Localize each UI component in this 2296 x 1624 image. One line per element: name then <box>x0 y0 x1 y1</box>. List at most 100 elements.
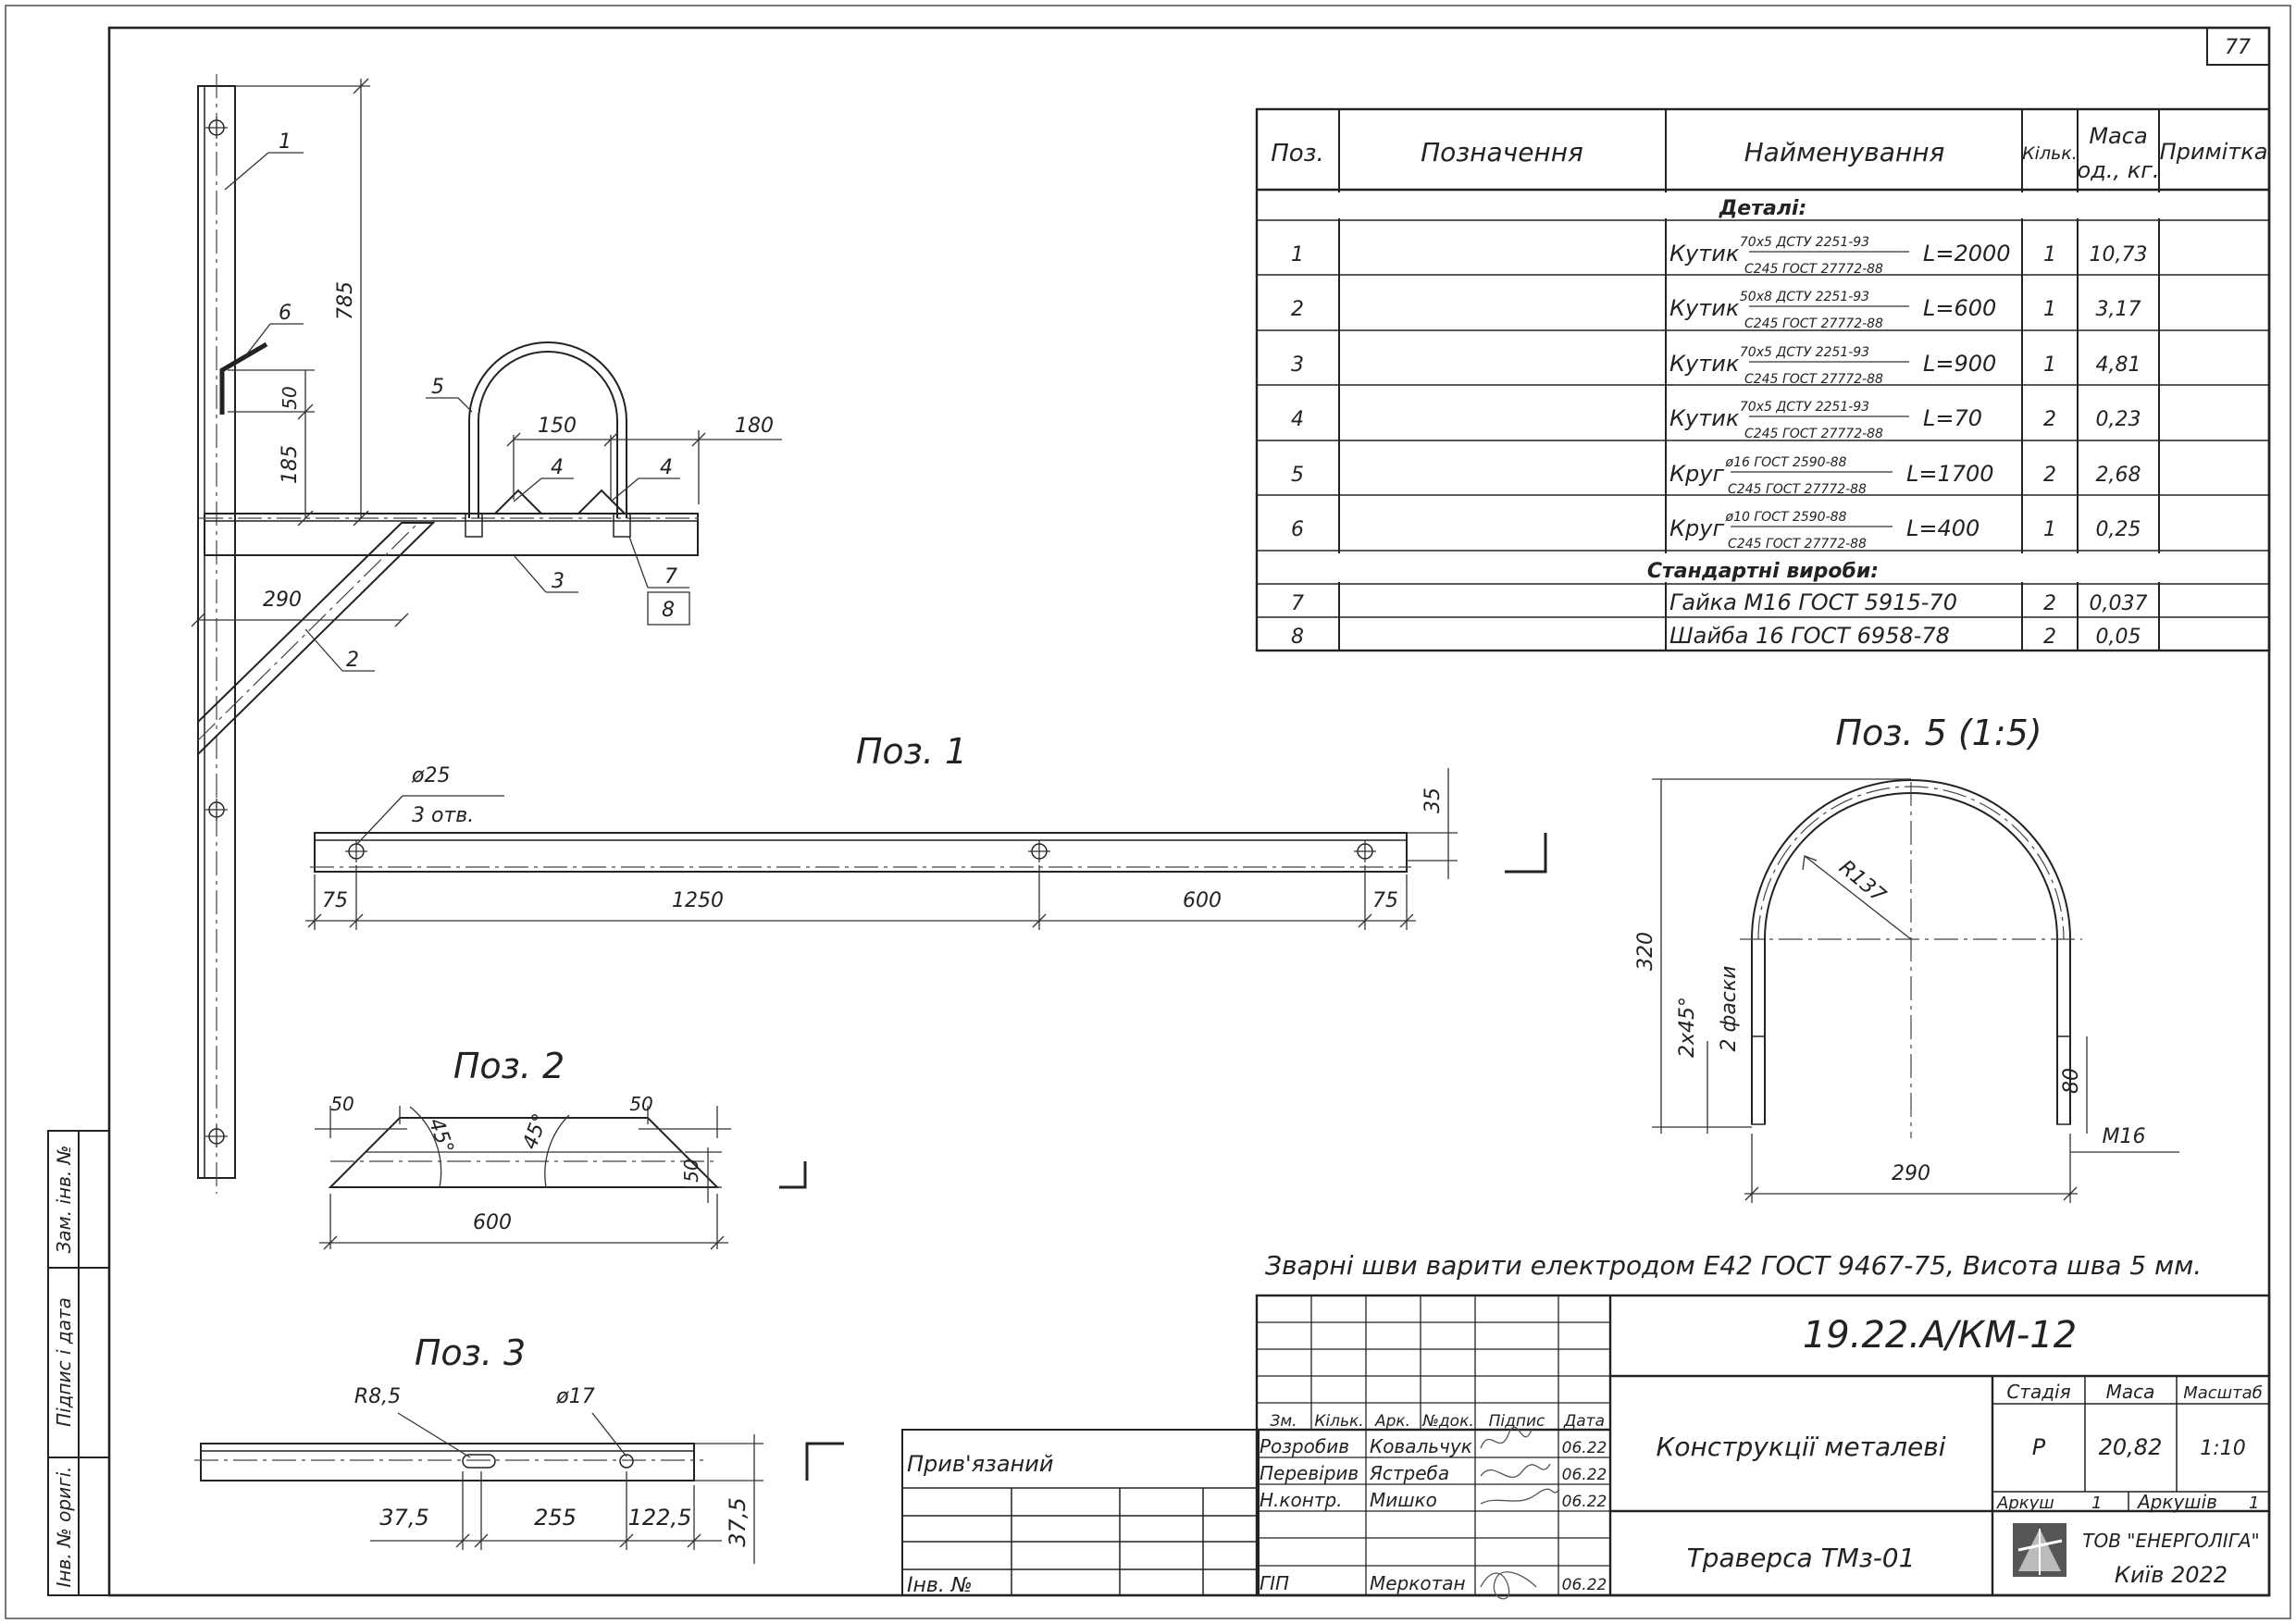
callout-8: 8 <box>662 599 675 622</box>
pos3-d255: 255 <box>534 1505 577 1531</box>
pos5-chamfer2: 2 фаски <box>1718 966 1741 1052</box>
svg-text:0,037: 0,037 <box>2090 592 2148 615</box>
tb-person-2: Перевірив Ястреба 06.22 <box>1260 1462 1607 1484</box>
svg-text:2: 2 <box>2043 592 2056 615</box>
pos1-hole: ø25 <box>411 764 450 787</box>
pos1-d600: 600 <box>1183 889 1222 912</box>
tb-hdr-zm: Зм. <box>1270 1412 1297 1431</box>
callout-6: 6 <box>279 302 292 325</box>
svg-text:L=600: L=600 <box>1923 295 1996 321</box>
pos1-title: Поз. 1 <box>856 731 967 772</box>
svg-text:10,73: 10,73 <box>2090 243 2148 267</box>
pos2-d50b: 50 <box>629 1093 652 1115</box>
svg-text:6: 6 <box>1291 518 1304 541</box>
spec-table: Поз. Позначення Найменування Кільк. Маса… <box>1255 107 2271 652</box>
hdr-qty: Кільк. <box>2022 143 2078 164</box>
svg-text:2: 2 <box>2043 626 2056 649</box>
tb-linked: Прив'язаний <box>907 1451 1053 1477</box>
svg-text:Ковальчук: Ковальчук <box>1370 1435 1472 1457</box>
tb-hdr-kilk: Кільк. <box>1314 1412 1363 1431</box>
svg-text:L=400: L=400 <box>1906 515 1980 541</box>
svg-text:L=1700: L=1700 <box>1906 461 1994 487</box>
pos1-d75b: 75 <box>1372 889 1398 912</box>
svg-text:50x8 ДСТУ 2251-93: 50x8 ДСТУ 2251-93 <box>1740 290 1869 304</box>
page-trim-border <box>5 5 2291 1619</box>
svg-text:Кутик: Кутик <box>1669 351 1740 377</box>
svg-text:L=900: L=900 <box>1923 351 1996 377</box>
spec-row-8: 8 Шайба 16 ГОСТ 6958-78 2 0,05 <box>1291 623 2141 649</box>
svg-text:06.22: 06.22 <box>1562 1466 1607 1484</box>
hdr-mass-b: од., кг. <box>2078 157 2160 183</box>
svg-text:С245 ГОСТ 27772-88: С245 ГОСТ 27772-88 <box>1744 262 1883 277</box>
svg-text:Кутик: Кутик <box>1669 241 1740 267</box>
callout-4b: 4 <box>660 456 673 479</box>
svg-text:1: 1 <box>2043 298 2056 321</box>
pos2-d50a: 50 <box>330 1093 354 1115</box>
svg-text:С245 ГОСТ 27772-88: С245 ГОСТ 27772-88 <box>1744 427 1883 441</box>
spec-row-2: 2 Кутик 50x8 ДСТУ 2251-93 С245 ГОСТ 2777… <box>1291 290 2141 331</box>
spec-row-6: 6 Круг ø10 ГОСТ 2590-88 С245 ГОСТ 27772-… <box>1291 510 2141 552</box>
pos2-angle2: 45° <box>518 1110 552 1152</box>
hdr-mass-a: Маса <box>2089 123 2147 149</box>
callout-3: 3 <box>552 570 565 593</box>
svg-text:1: 1 <box>2043 353 2056 377</box>
pos5-d80: 80 <box>2060 1068 2083 1094</box>
dim-290: 290 <box>263 589 302 612</box>
svg-text:2,68: 2,68 <box>2096 464 2141 487</box>
stamp-inv-orig: Інв. № оригі. <box>53 1467 75 1588</box>
svg-text:С245 ГОСТ 27772-88: С245 ГОСТ 27772-88 <box>1744 372 1883 387</box>
tb-name1: Конструкції металеві <box>1656 1432 1945 1462</box>
tb-person-3: Н.контр. Мишко 06.22 <box>1260 1489 1607 1511</box>
tb-hdr-ndok: №док. <box>1421 1412 1474 1431</box>
tb-sheet-label: Аркуш <box>1996 1494 2054 1513</box>
svg-text:06.22: 06.22 <box>1562 1576 1607 1594</box>
svg-text:3: 3 <box>1291 353 1304 377</box>
stamp-zam-inv: Зам. інв. № <box>53 1146 75 1254</box>
svg-text:L=70: L=70 <box>1923 405 1982 431</box>
svg-text:Круг: Круг <box>1669 461 1724 487</box>
svg-text:0,23: 0,23 <box>2096 408 2141 431</box>
spec-row-4: 4 Кутик 70x5 ДСТУ 2251-93 С245 ГОСТ 2777… <box>1291 400 2141 441</box>
pos5-chamfer1: 2х45° <box>1676 997 1699 1058</box>
svg-text:ø10 ГОСТ 2590-88: ø10 ГОСТ 2590-88 <box>1725 510 1847 525</box>
dim-150: 150 <box>538 415 577 438</box>
pos1-d35: 35 <box>1421 787 1445 813</box>
svg-text:70x5 ДСТУ 2251-93: 70x5 ДСТУ 2251-93 <box>1740 345 1869 360</box>
pos1-d1250: 1250 <box>672 889 724 912</box>
svg-text:5: 5 <box>1291 464 1304 487</box>
pos2-d50c: 50 <box>680 1159 702 1182</box>
svg-text:Круг: Круг <box>1669 515 1724 541</box>
svg-text:1: 1 <box>2043 518 2056 541</box>
svg-text:С245 ГОСТ 27772-88: С245 ГОСТ 27772-88 <box>1728 537 1867 552</box>
tb-scale-label: Масштаб <box>2183 1383 2263 1403</box>
section-std: Стандартні вироби: <box>1647 560 1879 583</box>
svg-text:70x5 ДСТУ 2251-93: 70x5 ДСТУ 2251-93 <box>1740 235 1869 250</box>
title-block: Прив'язаний Інв. № Зм. Кільк. Арк. №док.… <box>901 1294 2271 1600</box>
pos5-d290: 290 <box>1892 1162 1930 1185</box>
svg-text:Кутик: Кутик <box>1669 295 1740 321</box>
svg-text:06.22: 06.22 <box>1562 1439 1607 1457</box>
callout-5: 5 <box>431 376 444 399</box>
company-logo <box>2013 1523 2066 1577</box>
callout-4a: 4 <box>551 456 564 479</box>
svg-text:2: 2 <box>1291 298 1304 321</box>
svg-text:1: 1 <box>1291 243 1304 267</box>
svg-text:Мишко: Мишко <box>1370 1489 1437 1511</box>
svg-text:1: 1 <box>2043 243 2056 267</box>
tb-sheet: 1 <box>2091 1494 2102 1513</box>
hdr-name: Найменування <box>1744 137 1945 167</box>
dim-785: 785 <box>334 281 357 320</box>
pos1-d75a: 75 <box>322 889 348 912</box>
spec-row-3: 3 Кутик 70x5 ДСТУ 2251-93 С245 ГОСТ 2777… <box>1291 345 2141 387</box>
callout-7: 7 <box>664 565 677 589</box>
spec-row-7: 7 Гайка М16 ГОСТ 5915-70 2 0,037 <box>1291 589 2147 615</box>
dim-50-hook: 50 <box>279 386 301 409</box>
tb-person-4: ГІП Меркотан 06.22 <box>1260 1572 1607 1594</box>
hdr-pos: Поз. <box>1271 140 1324 167</box>
tb-inv-no: Інв. № <box>907 1574 973 1597</box>
pos5-d320: 320 <box>1634 932 1657 971</box>
callout-1: 1 <box>279 130 292 154</box>
pos2-view: Поз. 2 50 50 50 45° 45° 600 <box>315 1046 807 1250</box>
svg-text:7: 7 <box>1291 592 1304 615</box>
svg-text:Гайка М16 ГОСТ 5915-70: Гайка М16 ГОСТ 5915-70 <box>1669 589 1957 615</box>
